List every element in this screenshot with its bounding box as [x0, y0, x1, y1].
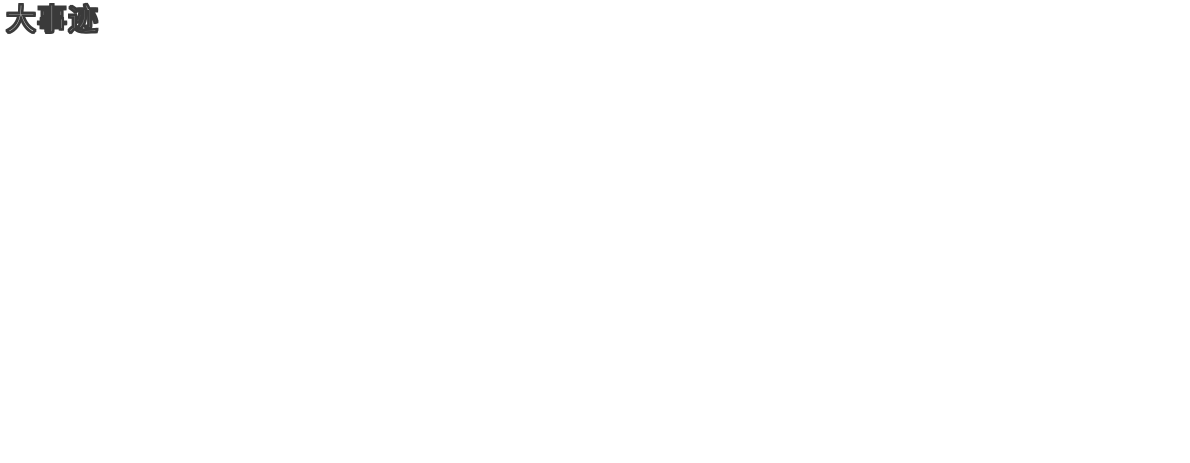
page-title: 大事迹 — [6, 3, 99, 39]
empty-content-area — [0, 44, 1190, 463]
